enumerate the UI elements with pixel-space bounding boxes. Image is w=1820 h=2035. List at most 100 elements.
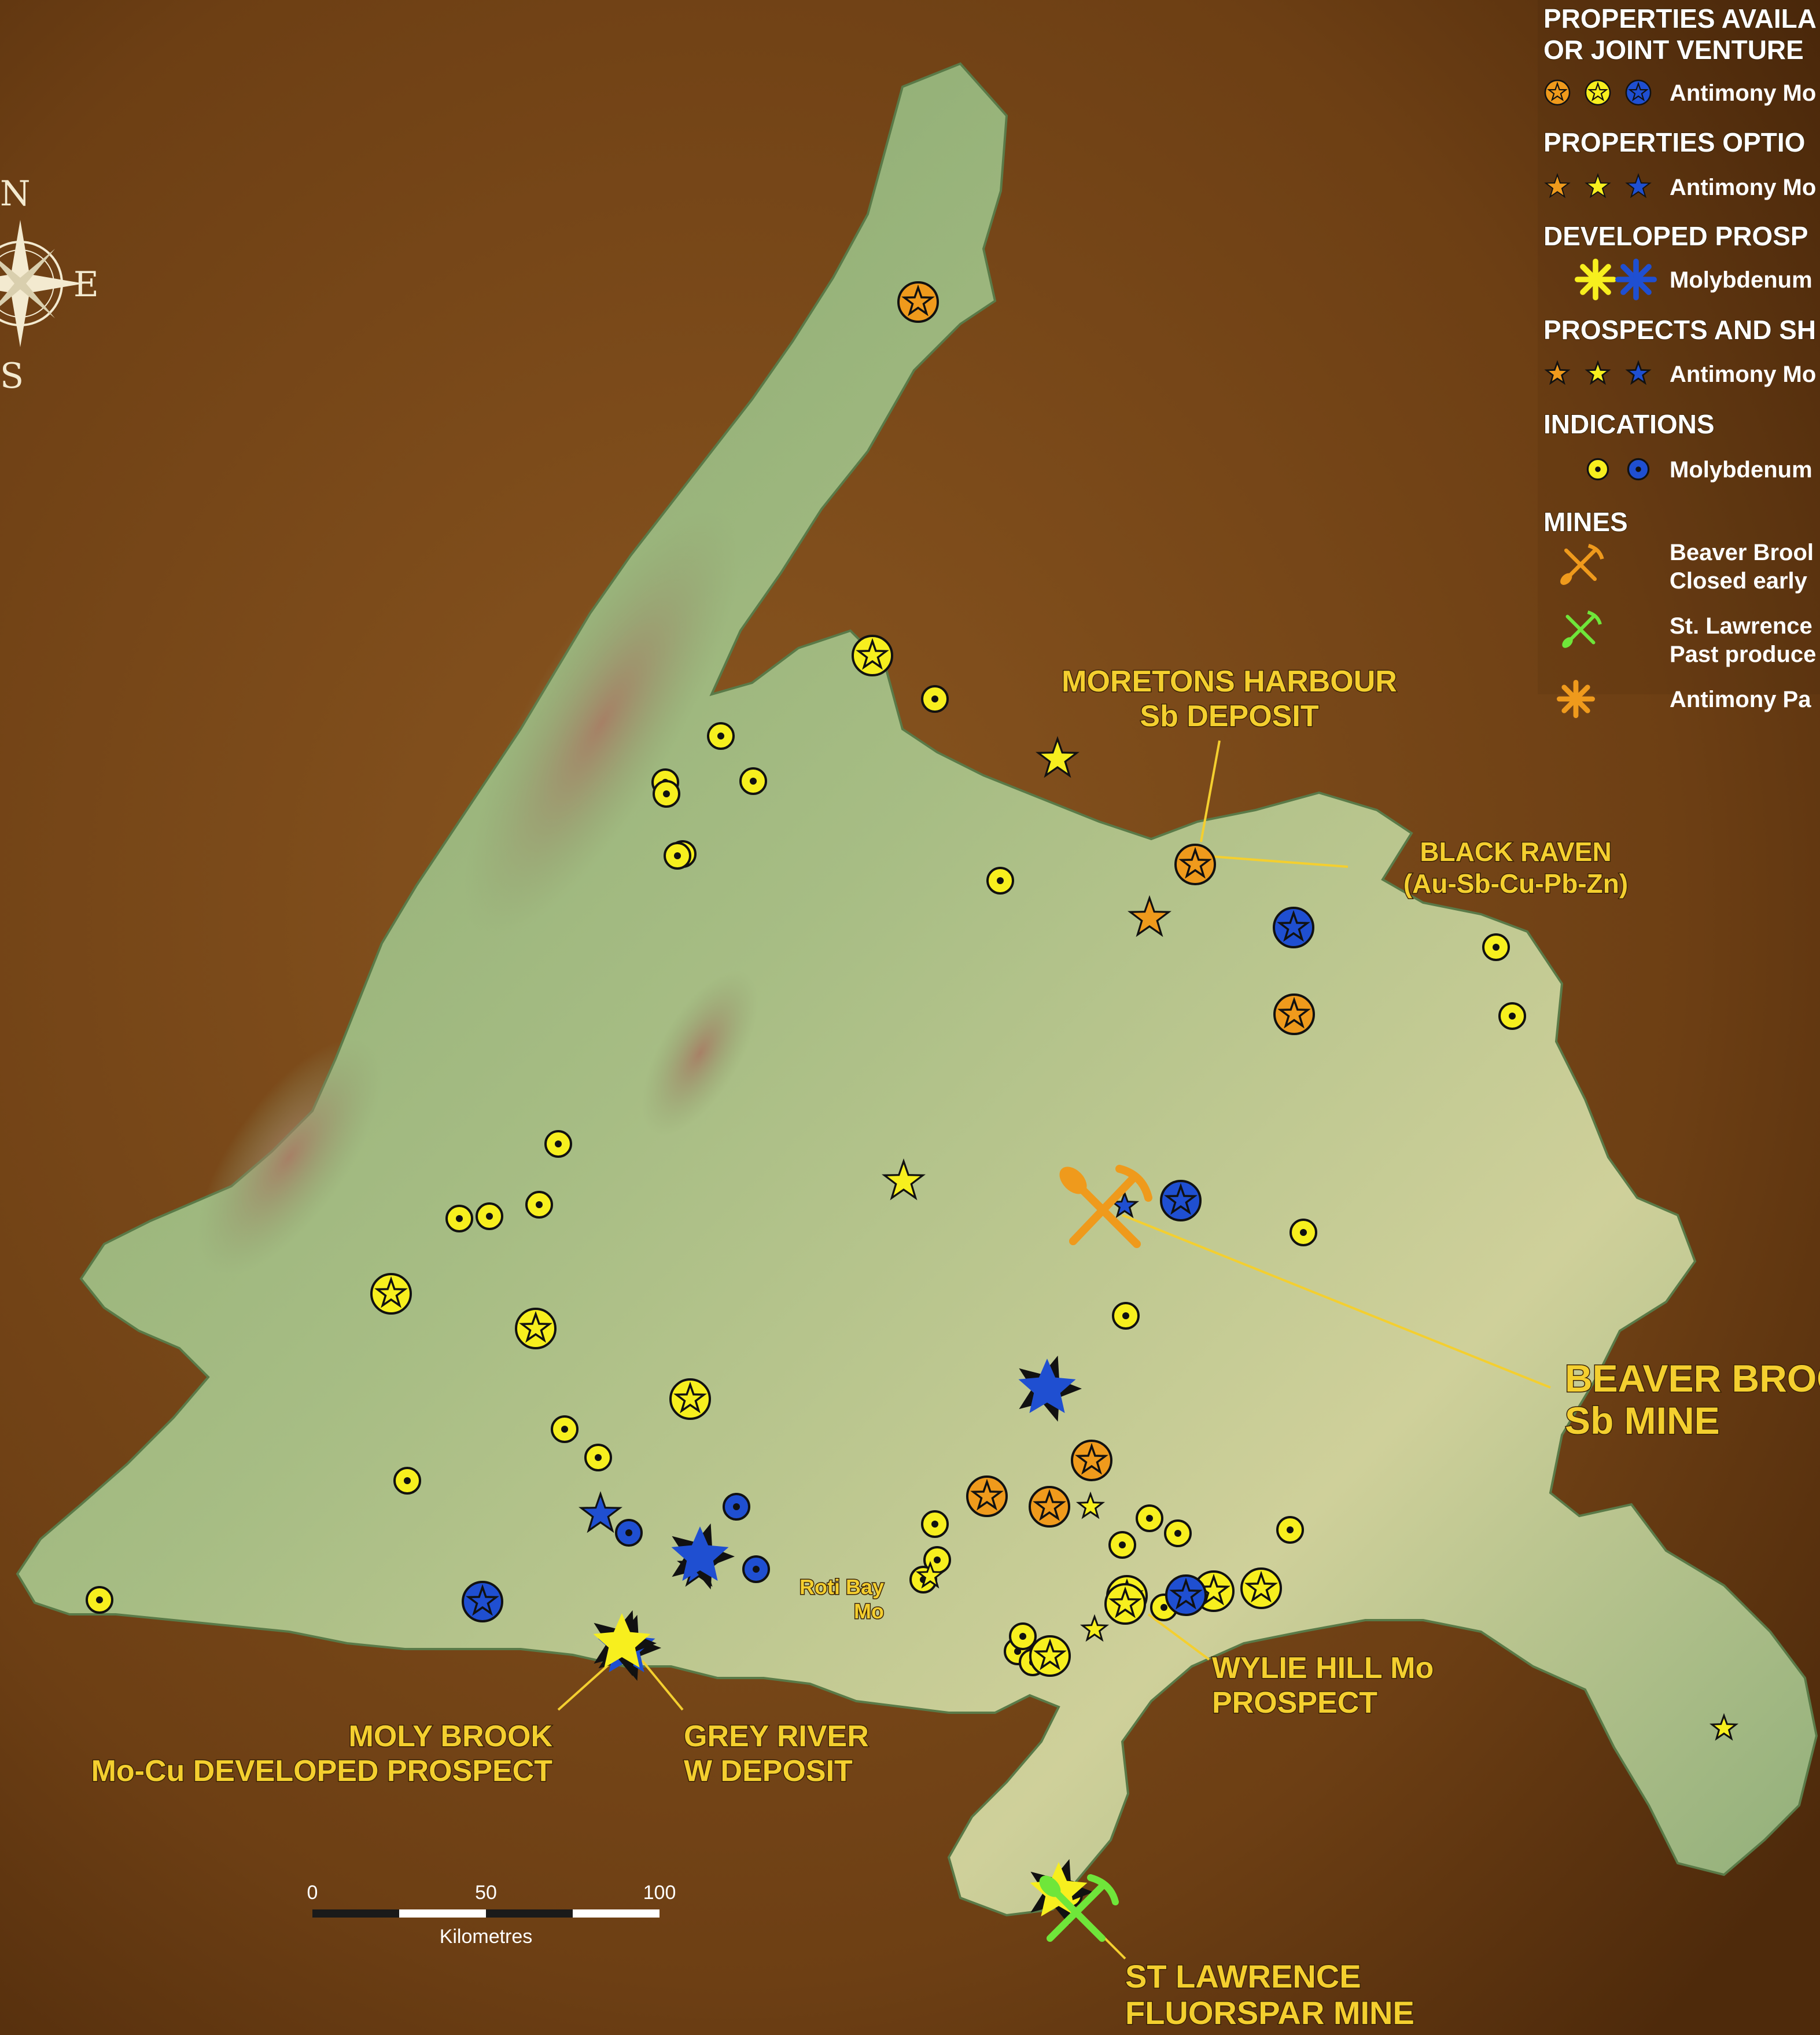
molybdenum-indication-icon[interactable] [476, 1202, 503, 1230]
tungsten-property-icon[interactable] [462, 1581, 503, 1622]
molybdenum-prospect-icon[interactable] [1075, 1491, 1106, 1519]
molybdenum-property-icon[interactable] [1104, 1583, 1146, 1625]
svg-text:BLACK RAVEN: BLACK RAVEN [1420, 837, 1611, 867]
svg-text:Beaver Brool: Beaver Brool [1670, 540, 1814, 565]
molybdenum-indication-icon[interactable] [1276, 1516, 1304, 1544]
antimony-property-icon[interactable] [966, 1475, 1008, 1517]
compass-s: S [0, 356, 24, 396]
tungsten-small-star-icon[interactable] [1625, 360, 1652, 385]
molybdenum-property-icon[interactable] [669, 1378, 711, 1420]
molybdenum-indication-icon[interactable] [664, 842, 691, 870]
molybdenum-property-icon[interactable] [515, 1308, 557, 1349]
tungsten-property-icon[interactable] [1165, 1574, 1207, 1616]
label-moly-brook: MOLY BROOK Mo-Cu DEVELOPED PROSPECT [90, 1719, 554, 1789]
svg-text:100: 100 [643, 1882, 676, 1904]
svg-text:Roti Bay: Roti Bay [800, 1575, 884, 1599]
antimony-circle-star-icon[interactable] [1544, 79, 1571, 106]
molybdenum-indication-icon[interactable] [1290, 1219, 1317, 1246]
label-moretons-harbour: MORETONS HARBOUR Sb DEPOSIT [1061, 664, 1398, 734]
antimony-optioned-icon[interactable] [1128, 895, 1171, 937]
svg-text:Kilometres: Kilometres [440, 1926, 533, 1948]
leader-moretons [1200, 740, 1221, 842]
molybdenum-indication-icon[interactable] [525, 1191, 553, 1219]
svg-text:Past produce: Past produce [1670, 642, 1816, 667]
antimony-property-icon[interactable] [1071, 1440, 1112, 1481]
molybdenum-indication-icon[interactable] [1136, 1504, 1163, 1532]
molybdenum-indication-icon[interactable] [1112, 1302, 1140, 1330]
svg-text:(Au-Sb-Cu-Pb-Zn): (Au-Sb-Cu-Pb-Zn) [1403, 869, 1628, 899]
molybdenum-property-icon[interactable] [1029, 1635, 1071, 1677]
svg-text:Mo: Mo [854, 1599, 884, 1623]
molybdenum-indication-icon[interactable] [653, 780, 680, 808]
molybdenum-property-icon[interactable] [370, 1273, 412, 1315]
tungsten-indication-icon[interactable] [742, 1555, 770, 1583]
molybdenum-property-icon[interactable] [852, 635, 893, 676]
molybdenum-indication-icon[interactable] [986, 867, 1014, 895]
molybdenum-prospect-icon[interactable] [1080, 1614, 1110, 1642]
tungsten-optioned-icon[interactable] [579, 1491, 622, 1533]
molybdenum-optioned-icon[interactable] [1036, 736, 1080, 778]
molybdenum-indication-icon[interactable] [445, 1205, 473, 1232]
svg-text:MINES: MINES [1543, 507, 1628, 537]
tungsten-developed-prospect-icon[interactable] [660, 1513, 742, 1593]
molybdenum-indication-icon[interactable] [551, 1415, 579, 1443]
molybdenum-property-icon[interactable] [1240, 1567, 1282, 1609]
antimony-outline-star-icon[interactable] [1544, 173, 1571, 198]
svg-text:Antimony Mo: Antimony Mo [1670, 80, 1816, 106]
molybdenum-indication-icon[interactable] [739, 767, 767, 795]
molybdenum-indication-icon[interactable] [544, 1130, 572, 1158]
molybdenum-indication-icon[interactable] [921, 685, 949, 713]
legend-section-optioned: PROPERTIES OPTIO Antimony Mo [1543, 127, 1816, 200]
svg-text:MORETONS HARBOUR: MORETONS HARBOUR [1062, 665, 1397, 698]
molybdenum-prospect-icon[interactable] [915, 1561, 945, 1589]
svg-text:PROPERTIES OPTIO: PROPERTIES OPTIO [1543, 127, 1805, 157]
highland-long-range [463, 509, 740, 937]
beaver-brook-mine-icon[interactable] [1054, 1161, 1152, 1248]
molybdenum-indication-icon[interactable] [393, 1467, 421, 1495]
molybdenum-outline-star-icon[interactable] [1585, 173, 1611, 198]
molybdenum-small-star-icon[interactable] [1585, 360, 1611, 385]
svg-text:GREY RIVER: GREY RIVER [684, 1720, 869, 1753]
tungsten-outline-star-icon[interactable] [1625, 173, 1652, 198]
molybdenum-indication-icon[interactable] [86, 1586, 113, 1614]
molybdenum-developed-prospect-icon[interactable] [582, 1600, 664, 1680]
molybdenum-indication-icon[interactable] [1108, 1531, 1136, 1559]
label-beaver-brook: BEAVER BROO Sb MINE [1564, 1356, 1820, 1443]
svg-text:Molybdenum: Molybdenum [1670, 267, 1812, 293]
tungsten-property-icon[interactable] [1273, 907, 1314, 948]
molybdenum-circle-star-icon[interactable] [1585, 79, 1611, 106]
antimony-property-icon[interactable] [1174, 844, 1216, 885]
tungsten-indication-icon[interactable] [615, 1519, 643, 1547]
molybdenum-indication-icon[interactable] [707, 722, 735, 750]
legend-fluorspar-mine-icon [1562, 610, 1602, 648]
molybdenum-indication-icon[interactable] [921, 1510, 949, 1538]
svg-text:MOLY BROOK: MOLY BROOK [349, 1720, 553, 1753]
antimony-asterisk-icon [1556, 679, 1596, 719]
svg-text:50: 50 [475, 1882, 497, 1904]
tungsten-indication-icon[interactable] [723, 1493, 750, 1521]
molybdenum-dot-icon[interactable] [1586, 458, 1609, 481]
antimony-property-icon[interactable] [1029, 1486, 1070, 1528]
antimony-small-star-icon[interactable] [1544, 360, 1571, 385]
tungsten-property-icon[interactable] [1160, 1180, 1202, 1221]
molybdenum-indication-icon[interactable] [584, 1444, 612, 1471]
molybdenum-prospect-icon[interactable] [1709, 1713, 1739, 1741]
molybdenum-indication-icon[interactable] [1009, 1622, 1037, 1650]
molybdenum-optioned-icon[interactable] [882, 1158, 926, 1201]
tungsten-circle-star-icon[interactable] [1625, 79, 1652, 106]
st-lawrence-mine-icon[interactable] [1036, 1872, 1119, 1942]
tungsten-developed-prospect-icon[interactable] [1007, 1345, 1089, 1425]
compass-e: E [73, 264, 99, 305]
svg-text:PROSPECT: PROSPECT [1212, 1686, 1377, 1720]
molybdenum-indication-icon[interactable] [1164, 1519, 1192, 1547]
antimony-property-icon[interactable] [897, 281, 939, 323]
molybdenum-indication-icon[interactable] [1498, 1002, 1526, 1030]
tungsten-dot-icon[interactable] [1627, 458, 1650, 481]
svg-text:WYLIE HILL Mo: WYLIE HILL Mo [1212, 1651, 1434, 1685]
antimony-property-icon[interactable] [1273, 993, 1315, 1035]
molybdenum-indication-icon[interactable] [1482, 933, 1510, 961]
svg-text:FLUORSPAR MINE: FLUORSPAR MINE [1125, 1994, 1414, 2031]
leader-grey-river [641, 1659, 684, 1711]
svg-text:Antimony Mo: Antimony Mo [1670, 175, 1816, 200]
